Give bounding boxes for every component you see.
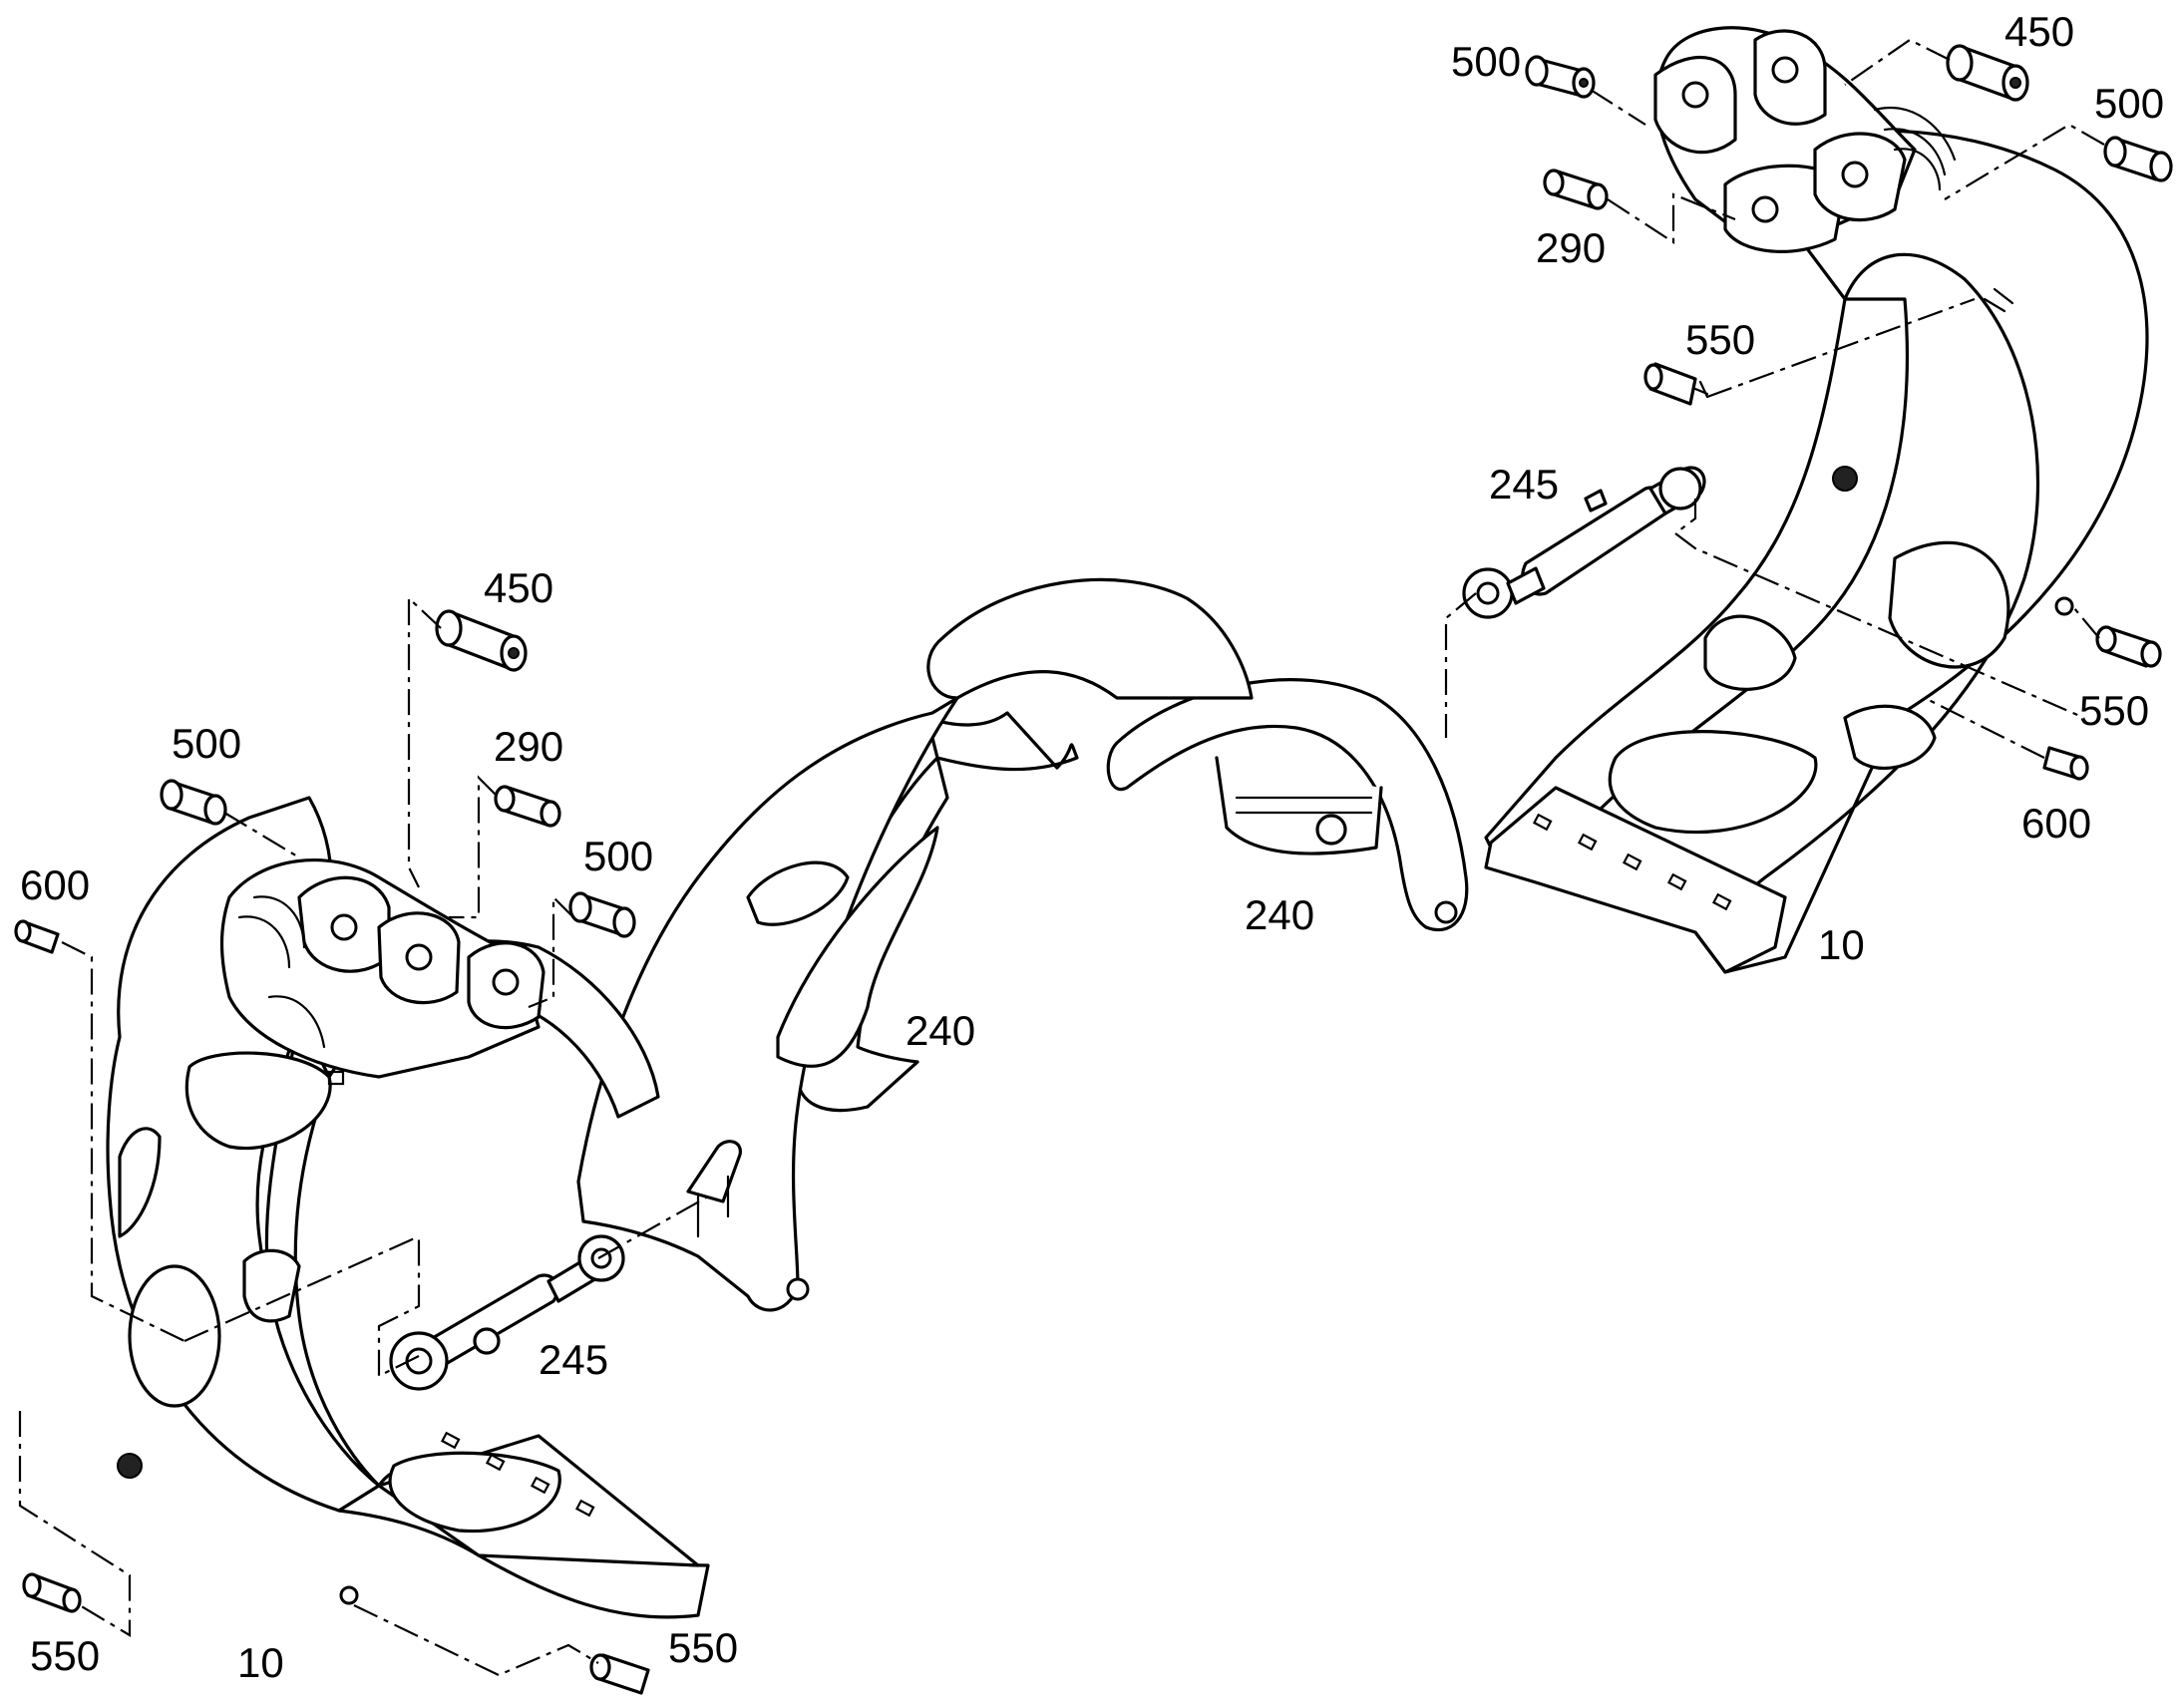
pin-290-mid <box>494 785 561 828</box>
hinge-bracket-left <box>219 858 545 1079</box>
callout-550-top: 550 <box>1685 316 1755 363</box>
callout-550-bottom-left: 550 <box>30 1632 100 1679</box>
pin-600-left <box>14 919 60 954</box>
callout-500-mid-right: 500 <box>583 833 653 879</box>
callout-240-right: 240 <box>1245 891 1314 938</box>
pin-500-top-left <box>1525 55 1596 99</box>
leader-lines <box>18 38 2105 1677</box>
callout-labels: 500 450 500 290 550 245 550 600 10 240 2… <box>20 8 2164 1686</box>
hydraulic-cylinder-left <box>389 1234 625 1391</box>
callout-550-right: 550 <box>2079 687 2149 734</box>
callout-500-top-left: 500 <box>1451 38 1521 85</box>
pin-600-right <box>2042 746 2089 781</box>
link-240-right <box>1106 678 1469 932</box>
callout-240-center: 240 <box>906 1007 975 1054</box>
pin-550-right <box>2095 625 2162 668</box>
pin-550-top <box>1643 362 1709 406</box>
pin-500-mid-right <box>568 891 636 938</box>
callout-290-mid: 290 <box>494 723 563 770</box>
pin-500-mid-left <box>160 779 227 826</box>
pin-550-bottom-left <box>22 1572 82 1613</box>
grapple-jaw-right <box>1484 129 2149 974</box>
callout-550-bottom-right: 550 <box>668 1624 738 1671</box>
pin-450-top-right <box>1946 44 2029 102</box>
callout-500-top-right: 500 <box>2094 80 2164 127</box>
callout-10-bottom: 10 <box>237 1639 284 1686</box>
pin-550-bottom-right <box>589 1653 650 1695</box>
callout-600-right: 600 <box>2021 800 2091 847</box>
callout-500-mid-left: 500 <box>172 720 241 767</box>
callout-245-top: 245 <box>1489 461 1559 508</box>
hinge-bracket-right <box>1653 26 1957 253</box>
callout-600-left: 600 <box>20 861 90 908</box>
pin-290-top <box>1543 169 1609 210</box>
callout-245-bottom: 245 <box>539 1336 608 1383</box>
callout-450-mid: 450 <box>484 564 553 611</box>
link-240-center <box>576 577 1254 1312</box>
pin-500-top-right <box>2103 136 2173 182</box>
callout-290-top: 290 <box>1536 224 1606 271</box>
hydraulic-cylinder-right <box>1462 466 1706 619</box>
callout-450-top-right: 450 <box>2004 8 2074 55</box>
pin-450-mid <box>435 609 528 672</box>
callout-10-right: 10 <box>1818 921 1865 968</box>
